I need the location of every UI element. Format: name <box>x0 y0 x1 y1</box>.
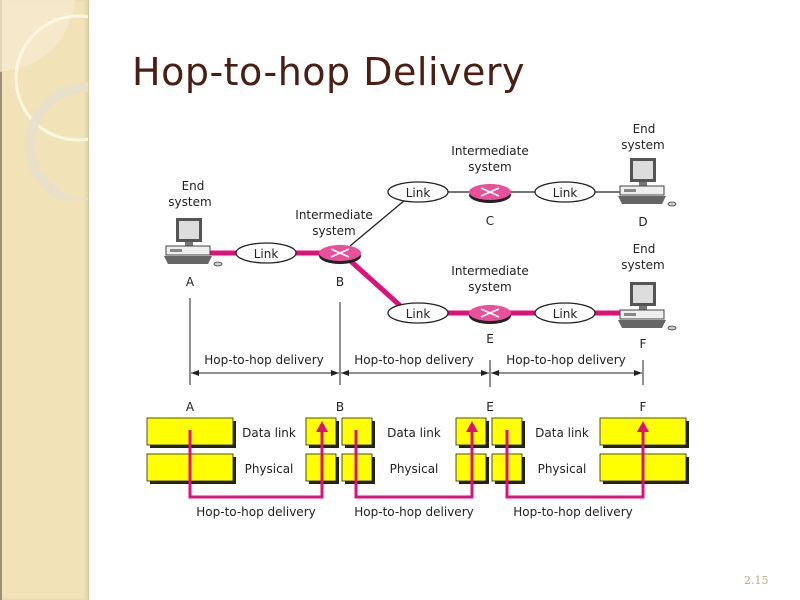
link-line-b-e <box>343 254 407 312</box>
hop-label-2: Hop-to-hop delivery <box>354 353 473 367</box>
intermediate-e-label-2: system <box>468 280 511 294</box>
intermediate-e-label-1: Intermediate <box>451 264 528 278</box>
end-system-d-label-2: system <box>621 138 664 152</box>
page-number: 2.15 <box>744 574 769 587</box>
layer-stack-b-out <box>341 417 375 484</box>
node-label-a: A <box>186 275 195 289</box>
arrowhead-e <box>466 421 478 432</box>
arrowhead-f <box>637 421 649 432</box>
link-label-b-e: Link <box>406 307 431 321</box>
layer-label-physical-1: Physical <box>245 462 294 476</box>
intermediate-b-label-2: system <box>312 224 355 238</box>
layer-label-datalink-3: Data link <box>535 426 589 440</box>
hop-label-3: Hop-to-hop delivery <box>506 353 625 367</box>
arrowhead-b <box>316 421 328 432</box>
link-line-b-c <box>349 199 406 247</box>
layer-label-datalink-2: Data link <box>387 426 441 440</box>
router-icon-e <box>469 305 511 324</box>
link-ellipse-a-b <box>235 242 297 264</box>
node-label-d: D <box>638 215 647 229</box>
link-label-e-f: Link <box>553 307 578 321</box>
computer-icon-d <box>617 157 677 207</box>
link-ellipse-e-f <box>534 302 596 324</box>
node-label-b: B <box>336 275 344 289</box>
link-ellipse-b-e <box>387 302 449 324</box>
link-label-b-c: Link <box>406 186 431 200</box>
router-icon-c <box>469 184 511 203</box>
intermediate-c-label-1: Intermediate <box>451 144 528 158</box>
decorative-circles <box>0 0 88 200</box>
end-system-a-label-2: system <box>168 195 211 209</box>
station-label-f: F <box>640 400 647 414</box>
station-label-e: E <box>486 400 494 414</box>
station-label-a: A <box>186 400 195 414</box>
computer-icon-f <box>617 281 677 331</box>
intermediate-c-label-2: system <box>468 160 511 174</box>
computer-icon-a <box>163 217 223 267</box>
layer-stack-e-out <box>491 417 525 484</box>
node-label-f: F <box>640 337 647 351</box>
slide-title: Hop-to-hop Delivery <box>132 50 525 94</box>
end-system-f-label-1: End <box>633 242 656 256</box>
layer-label-datalink-1: Data link <box>242 426 296 440</box>
slide-sidebar-decoration <box>0 0 89 600</box>
node-label-c: C <box>486 214 494 228</box>
link-label-a-b: Link <box>254 247 279 261</box>
intermediate-b-label-1: Intermediate <box>295 208 372 222</box>
delivery-label-1: Hop-to-hop delivery <box>196 505 315 519</box>
layer-label-physical-3: Physical <box>538 462 587 476</box>
delivery-path-b-e <box>354 430 474 499</box>
delivery-label-2: Hop-to-hop delivery <box>354 505 473 519</box>
delivery-path-a-b <box>188 430 324 499</box>
link-ellipse-c-d <box>534 181 596 203</box>
end-system-a-label-1: End <box>182 179 205 193</box>
station-label-b: B <box>336 400 344 414</box>
end-system-d-label-1: End <box>633 122 656 136</box>
link-ellipse-b-c <box>387 181 449 203</box>
link-label-c-d: Link <box>553 186 578 200</box>
delivery-path-e-f <box>505 430 645 499</box>
layer-label-physical-2: Physical <box>390 462 439 476</box>
delivery-label-3: Hop-to-hop delivery <box>513 505 632 519</box>
node-label-e: E <box>486 332 494 346</box>
router-icon-b <box>319 245 361 264</box>
sidebar-edge <box>0 0 2 600</box>
end-system-f-label-2: system <box>621 258 664 272</box>
hop-label-1: Hop-to-hop delivery <box>204 353 323 367</box>
